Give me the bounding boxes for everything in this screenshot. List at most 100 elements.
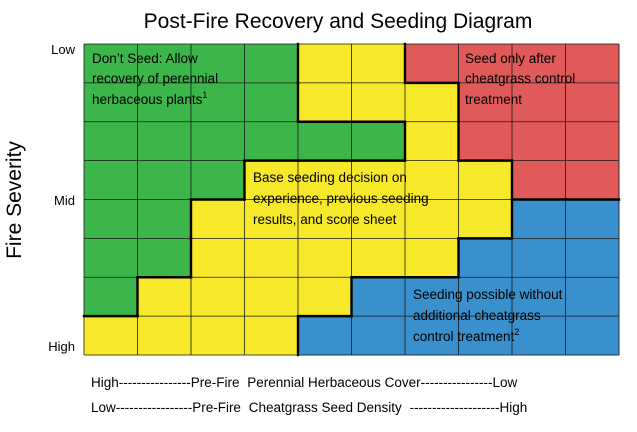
region-base-line-3: results, and score sheet	[253, 212, 397, 227]
cell-base-decision	[405, 238, 459, 278]
cell-base-decision	[244, 199, 299, 239]
cell-base-decision	[244, 277, 299, 317]
cell-base-decision	[458, 160, 513, 200]
cell-cheatgrass-control	[565, 44, 620, 84]
cell-cheatgrass-control	[565, 121, 620, 162]
cell-seeding-possible	[512, 238, 566, 278]
grid-cells	[84, 44, 620, 356]
cell-base-decision	[298, 199, 352, 239]
cell-seeding-possible	[458, 238, 513, 278]
cell-base-decision	[191, 277, 245, 317]
cell-seeding-possible	[565, 238, 620, 278]
cell-seeding-possible	[458, 316, 513, 356]
cell-dont-seed	[244, 121, 299, 162]
cell-base-decision	[298, 160, 352, 200]
cell-base-decision	[191, 238, 245, 278]
cell-dont-seed	[191, 121, 245, 162]
cell-dont-seed	[244, 44, 299, 84]
cell-base-decision	[405, 121, 459, 162]
cell-cheatgrass-control	[512, 44, 566, 84]
region-cheatgrass-line-1: Seed only after	[465, 51, 556, 66]
cell-base-decision	[351, 160, 406, 200]
cell-seeding-possible	[565, 277, 620, 317]
cell-base-decision	[298, 82, 352, 123]
x-axis-line-1-right: Herbaceous Cover----------------Low	[308, 375, 518, 390]
cell-dont-seed	[191, 160, 245, 200]
cell-cheatgrass-control	[458, 82, 513, 123]
cell-seeding-possible	[351, 277, 406, 317]
y-axis-label: Fire Severity	[3, 141, 26, 259]
cell-dont-seed	[137, 44, 192, 84]
region-borders	[82, 42, 621, 357]
diagram-title: Post-Fire Recovery and Seeding Diagram	[144, 10, 533, 33]
cell-seeding-possible	[565, 316, 620, 356]
cell-cheatgrass-control	[565, 82, 620, 123]
region-cheatgrass-line-2: cheatgrass control	[465, 71, 575, 86]
y-tick-mid: Mid	[54, 193, 75, 208]
cell-dont-seed	[84, 199, 138, 239]
cell-base-decision	[458, 199, 513, 239]
cell-seeding-possible	[512, 316, 566, 356]
region-cheatgrass-control-label: Seed only after cheatgrass control treat…	[465, 51, 579, 107]
cell-dont-seed	[84, 238, 138, 278]
region-base-line-2: experience, previous seeding	[253, 191, 429, 206]
cell-dont-seed	[137, 82, 192, 123]
cell-base-decision	[244, 316, 299, 356]
cell-dont-seed	[84, 44, 138, 84]
cell-dont-seed	[191, 82, 245, 123]
cell-dont-seed	[137, 121, 192, 162]
cell-dont-seed	[137, 160, 192, 200]
cell-seeding-possible	[512, 277, 566, 317]
cell-seeding-possible	[565, 199, 620, 239]
cell-dont-seed	[137, 238, 192, 278]
x-axis-line-1-mid: Perennial	[247, 375, 304, 390]
cell-base-decision	[351, 44, 406, 84]
cell-base-decision	[405, 160, 459, 200]
cell-base-decision	[191, 199, 245, 239]
cell-base-decision	[244, 238, 299, 278]
cell-seeding-possible	[351, 316, 406, 356]
cell-base-decision	[84, 316, 138, 356]
cell-cheatgrass-control	[512, 82, 566, 123]
cell-base-decision	[191, 316, 245, 356]
cell-base-decision	[405, 82, 459, 123]
cell-dont-seed	[298, 121, 352, 162]
cell-dont-seed	[137, 199, 192, 239]
cell-dont-seed	[191, 44, 245, 84]
x-axis-line-2: Low-----------------Pre-Fire Cheatgrass …	[91, 400, 527, 415]
footnote-2: 2	[514, 327, 519, 337]
cell-cheatgrass-control	[512, 121, 566, 162]
cell-seeding-possible	[405, 277, 459, 317]
cell-base-decision	[298, 277, 352, 317]
region-seeding-line-1: Seeding possible without	[413, 287, 563, 302]
cell-base-decision	[351, 82, 406, 123]
cell-dont-seed	[84, 82, 138, 123]
cell-base-decision	[244, 160, 299, 200]
cell-base-decision	[298, 44, 352, 84]
cell-seeding-possible	[512, 199, 566, 239]
cell-base-decision	[137, 316, 192, 356]
cell-base-decision	[351, 199, 406, 239]
region-seeding-possible-label: Seeding possible without additional chea…	[413, 287, 566, 344]
x-axis-line-1: High----------------Pre-Fire Perennial H…	[91, 375, 518, 390]
cell-cheatgrass-control	[512, 160, 566, 200]
cell-seeding-possible	[458, 277, 513, 317]
cell-seeding-possible	[405, 316, 459, 356]
region-seeding-line-3: control treatment	[413, 329, 515, 344]
cell-seeding-possible	[298, 316, 352, 356]
cell-cheatgrass-control	[458, 121, 513, 162]
x-axis-line-2-mid: Cheatgrass Seed Density	[249, 400, 402, 415]
region-cheatgrass-line-3: treatment	[465, 92, 522, 107]
x-axis-line-2-right: --------------------High	[410, 400, 528, 415]
y-tick-high: High	[48, 339, 75, 354]
cell-base-decision	[351, 238, 406, 278]
cell-cheatgrass-control	[458, 44, 513, 84]
cell-cheatgrass-control	[565, 160, 620, 200]
x-axis-line-1-left: High----------------Pre-Fire	[91, 375, 239, 390]
region-dont-seed-line-3: herbaceous plants	[92, 92, 203, 107]
cell-dont-seed	[244, 82, 299, 123]
cell-dont-seed	[84, 160, 138, 200]
x-axis-line-2-left: Low-----------------Pre-Fire	[91, 400, 241, 415]
region-base-decision-label: Base seeding decision on experience, pre…	[253, 170, 432, 227]
